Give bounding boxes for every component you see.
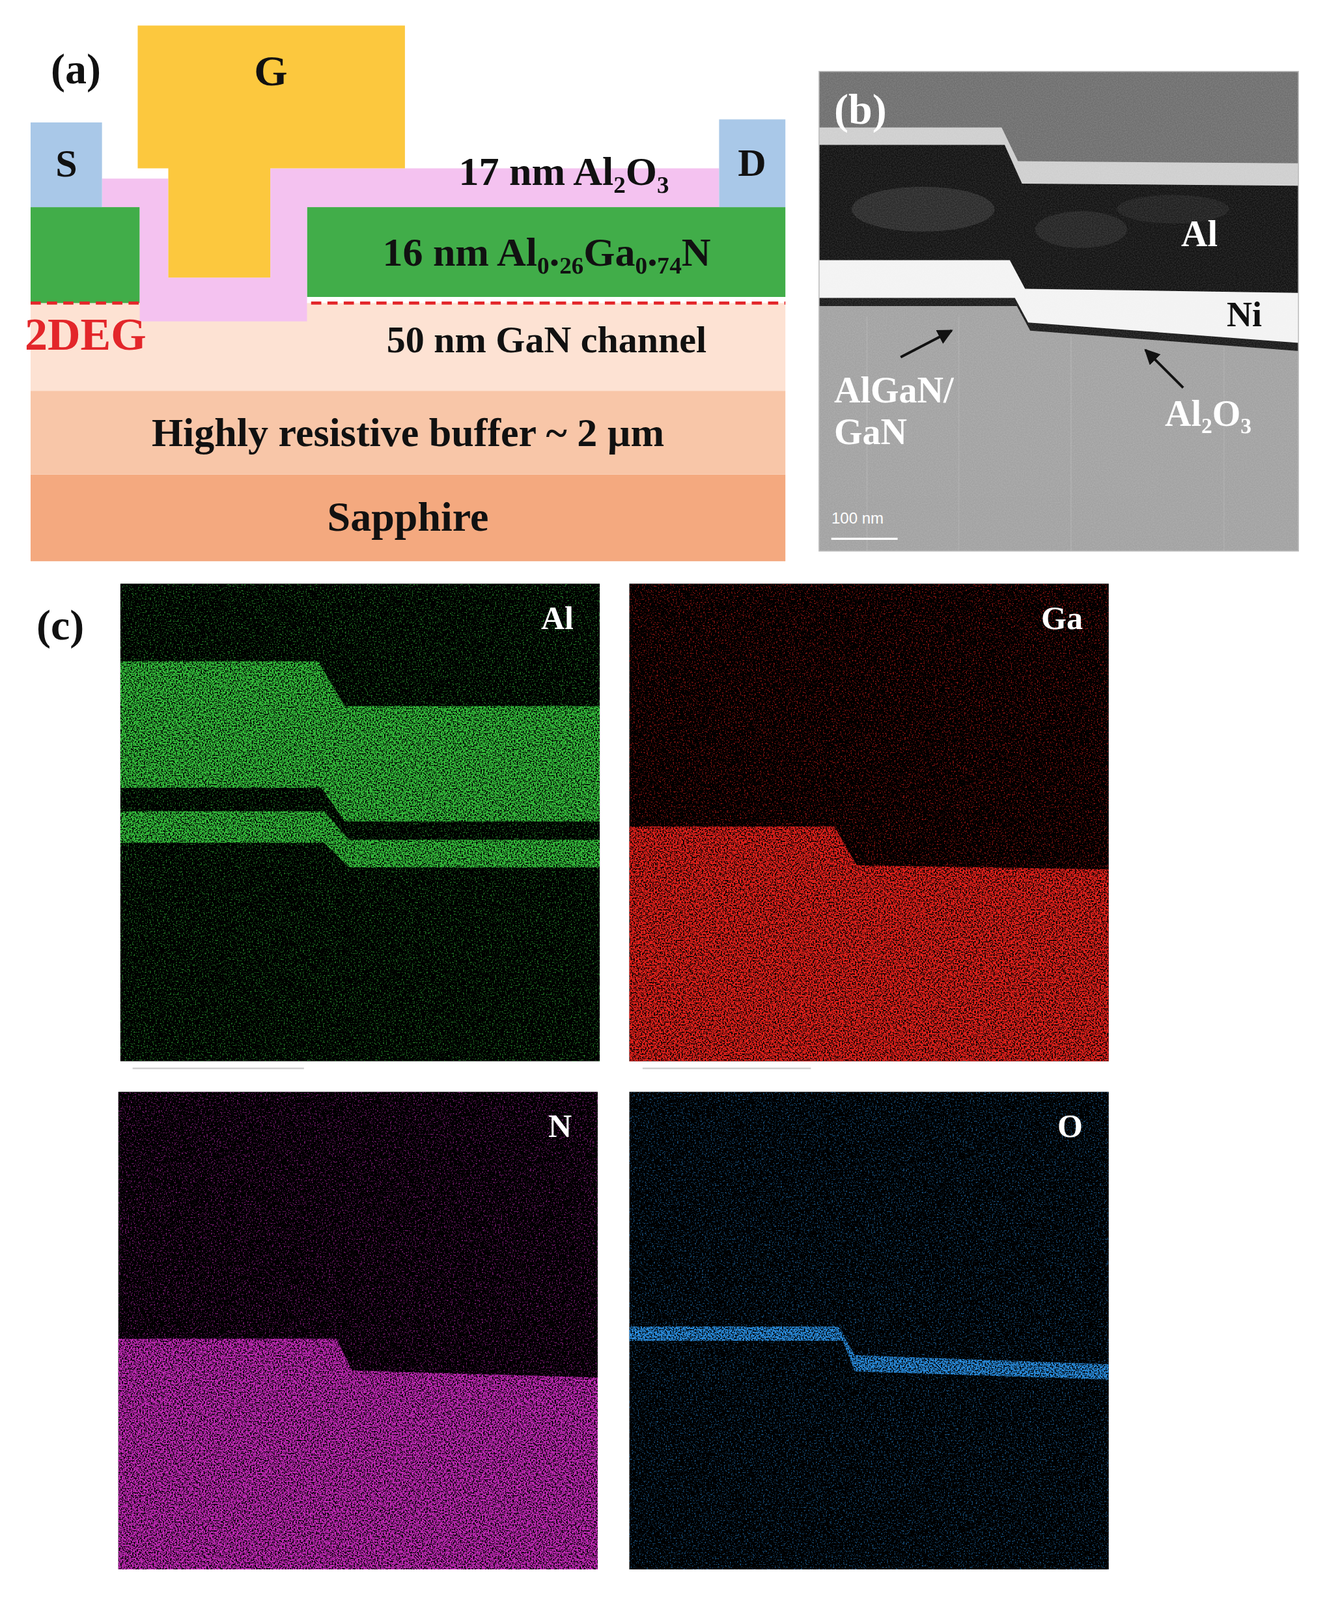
- map-signal: [120, 660, 600, 822]
- barrier-layer: 16 nm Al₀.₂₆Ga₀.₇₄N: [307, 207, 786, 297]
- drain-contact-text: D: [737, 141, 766, 185]
- panel-letter: (a): [50, 45, 101, 94]
- tem-grain: [819, 71, 1299, 551]
- eds-map: N: [118, 1091, 598, 1569]
- source-contact-text: S: [55, 141, 77, 185]
- layer-label: Al₂O₃: [1164, 393, 1252, 435]
- barrier-layer-text: 16 nm Al₀.₂₆Ga₀.₇₄N: [382, 229, 711, 275]
- 2deg-line: [311, 301, 786, 305]
- map-signal: [120, 811, 600, 868]
- substrate-layer-text: Sapphire: [327, 494, 489, 540]
- substrate-layer: Sapphire: [30, 474, 786, 561]
- map-ground: [629, 1091, 1109, 1570]
- map-speckle: [118, 1091, 598, 1570]
- leader-arrow: [1145, 349, 1184, 388]
- eds-map-text: O: [1057, 1108, 1083, 1145]
- panel-letter: (c): [36, 601, 84, 650]
- scale-bar: [642, 1067, 811, 1069]
- map-ground: [118, 1091, 598, 1570]
- map-ground: [629, 583, 1109, 1061]
- drain-metal: [718, 119, 786, 208]
- device-cross-section: [30, 25, 786, 562]
- source-metal: [30, 122, 103, 208]
- eds-map: Ga: [629, 583, 1109, 1061]
- oxide-layer-text: 17 nm Al₂O₃: [458, 149, 669, 194]
- eds-map: Al: [120, 583, 600, 1061]
- channel-layer: 50 nm GaN channel: [307, 302, 786, 377]
- map-speckle: [629, 583, 1109, 1061]
- eds-map-ga: [629, 583, 1109, 1061]
- map-signal: [629, 1326, 1109, 1380]
- buffer-layer: [30, 390, 786, 475]
- map-ground: [120, 583, 600, 1061]
- layer-label: Ni: [1226, 295, 1262, 335]
- scale-bar: [132, 1067, 305, 1069]
- map-speckle: [629, 1091, 1109, 1570]
- eds-map-text: N: [548, 1108, 572, 1145]
- map-signal: [629, 826, 1109, 1061]
- gate-electrode-text: G: [253, 47, 288, 96]
- map-signal: [118, 1338, 598, 1570]
- channel-label: 2DEG: [24, 309, 147, 360]
- eds-map: O: [629, 1091, 1109, 1569]
- 2deg-line: [30, 301, 140, 305]
- eds-map-o: [629, 1091, 1109, 1570]
- sapphire-layer: [30, 474, 786, 562]
- barrier-layer: [30, 207, 140, 303]
- tem-background: [819, 71, 1299, 551]
- scale-bar: [831, 537, 898, 540]
- oxide-layer: 17 nm Al₂O₃: [408, 142, 720, 200]
- eds-map-text: Al: [541, 600, 574, 637]
- scale-label: 100 nm: [831, 509, 884, 527]
- tem-border: [819, 71, 1299, 551]
- source-contact: S: [30, 122, 103, 208]
- drain-contact: D: [718, 119, 786, 208]
- channel-layer-text: 50 nm GaN channel: [386, 319, 707, 361]
- buffer-layer: Highly resistive buffer ~ 2 µm: [30, 390, 786, 475]
- tem-image: [819, 71, 1299, 551]
- eds-map-text: Ga: [1041, 600, 1083, 637]
- eds-map-n: [118, 1091, 598, 1570]
- leader-arrow: [900, 330, 952, 358]
- gate-metal: [137, 25, 405, 278]
- map-speckle: [120, 583, 600, 1061]
- buffer-layer-text: Highly resistive buffer ~ 2 µm: [151, 410, 665, 455]
- barrier-layer: [307, 207, 786, 297]
- layer-label: AlGaN/ GaN: [834, 369, 954, 454]
- gate-electrode: G: [137, 25, 405, 168]
- panel-letter: (b): [834, 85, 887, 134]
- eds-map-al: [120, 583, 600, 1061]
- layer-label: Al: [1181, 214, 1218, 255]
